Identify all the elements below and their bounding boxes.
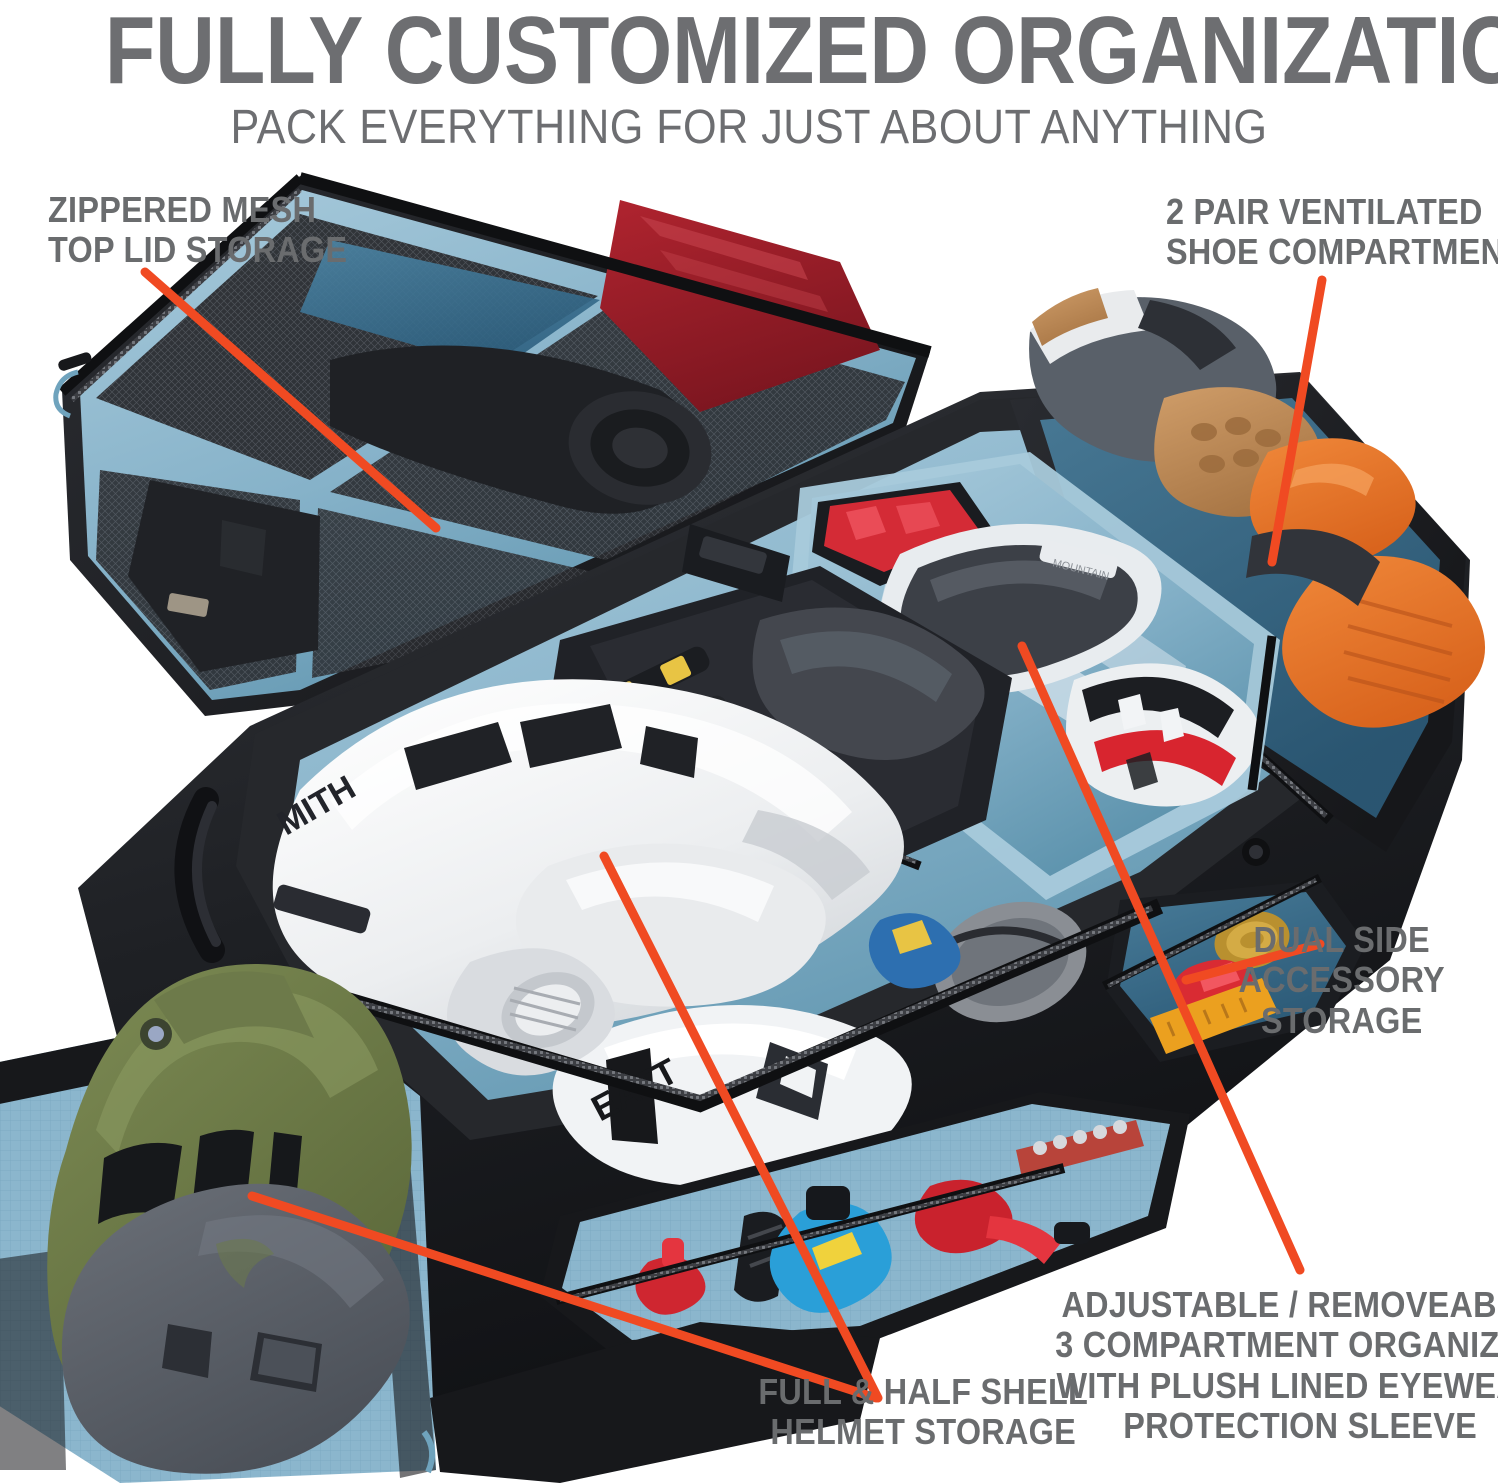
callout-zippered-mesh-top-lid-storage: ZIPPERED MESH TOP LID STORAGE bbox=[48, 189, 348, 271]
callout-line: SHOE COMPARTMENT bbox=[1166, 231, 1498, 273]
callout-line: 3 COMPARTMENT ORGANIZER bbox=[1055, 1324, 1498, 1366]
callout-line: PROTECTION SLEEVE bbox=[1123, 1404, 1478, 1446]
callout-line: FULL & HALF SHELL bbox=[758, 1371, 1089, 1412]
callout-line: ZIPPERED MESH bbox=[48, 189, 317, 230]
callout-dual-side-accessory-storage: DUAL SIDE ACCESSORY STORAGE bbox=[1238, 919, 1445, 1041]
callout-line: HELMET STORAGE bbox=[770, 1411, 1077, 1453]
callout-ventilated-shoe-compartment: 2 PAIR VENTILATED SHOE COMPARTMENT bbox=[1166, 191, 1498, 273]
callout-line: ACCESSORY bbox=[1238, 959, 1445, 1001]
callout-full-and-half-shell-helmet-storage: FULL & HALF SHELL HELMET STORAGE bbox=[758, 1371, 1089, 1453]
callout-line: 2 PAIR VENTILATED bbox=[1166, 191, 1483, 232]
callout-line: ADJUSTABLE / REMOVEABLE bbox=[1061, 1284, 1498, 1325]
page-title: FULLY CUSTOMIZED ORGANIZATION bbox=[104, 0, 1498, 104]
callout-line: TOP LID STORAGE bbox=[48, 229, 348, 271]
callout-line: WITH PLUSH LINED EYEWEAR bbox=[1056, 1364, 1498, 1406]
callout-line: STORAGE bbox=[1260, 999, 1423, 1041]
callout-adjustable-removeable-organizer: ADJUSTABLE / REMOVEABLE 3 COMPARTMENT OR… bbox=[1055, 1284, 1498, 1446]
page-subtitle: PACK EVERYTHING FOR JUST ABOUT ANYTHING bbox=[230, 101, 1268, 155]
header-block: FULLY CUSTOMIZED ORGANIZATION PACK EVERY… bbox=[0, 0, 1498, 152]
callout-line: DUAL SIDE bbox=[1253, 919, 1430, 960]
olive-helmet-and-flap bbox=[0, 963, 436, 1483]
